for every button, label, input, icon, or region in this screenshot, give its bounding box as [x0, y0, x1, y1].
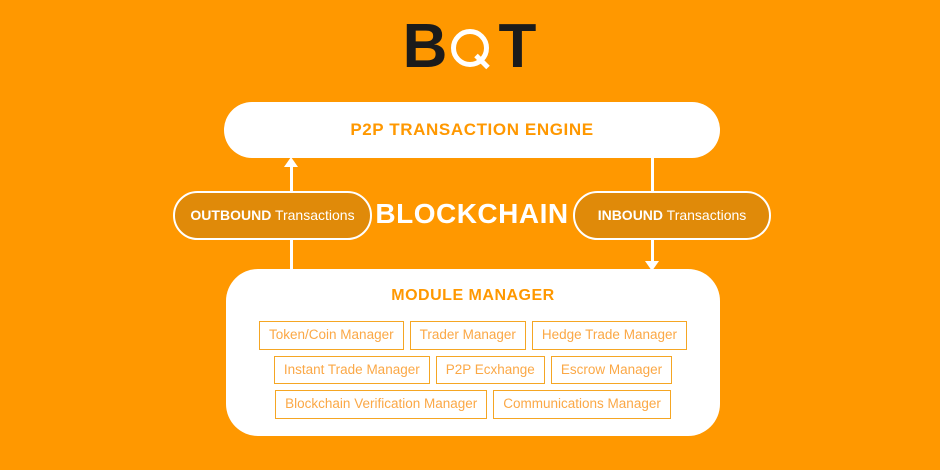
module-chip[interactable]: Token/Coin Manager	[259, 321, 404, 350]
inbound-transactions-pill[interactable]: INBOUND Transactions	[573, 191, 771, 240]
inbound-connector-lower	[651, 240, 654, 262]
outbound-label-emphasis: OUTBOUND	[190, 207, 272, 223]
logo-letter-b: B	[402, 12, 449, 81]
logo-letter-t: T	[498, 12, 538, 81]
outbound-connector-upper	[290, 166, 293, 192]
p2p-transaction-engine-panel: P2P TRANSACTION ENGINE	[224, 102, 720, 158]
outbound-connector-lower	[290, 240, 293, 272]
p2p-transaction-engine-title: P2P TRANSACTION ENGINE	[350, 120, 594, 139]
logo-q-ring-icon	[451, 29, 490, 67]
blockchain-heading: BLOCKCHAIN	[375, 198, 569, 229]
inbound-connector-upper	[651, 157, 654, 192]
inbound-label-emphasis: INBOUND	[597, 207, 664, 223]
outbound-transactions-pill[interactable]: OUTBOUND Transactions	[173, 191, 372, 240]
module-chip[interactable]: Trader Manager	[409, 321, 526, 350]
module-manager-title: MODULE MANAGER	[391, 287, 555, 304]
module-chip[interactable]: Hedge Trade Manager	[531, 321, 687, 350]
module-chip[interactable]: Communications Manager	[493, 390, 671, 419]
inbound-arrow-down-icon	[645, 261, 659, 271]
module-chip[interactable]: P2P Ecxhange	[435, 355, 545, 384]
logo-letter-q-icon	[448, 14, 498, 80]
module-chip[interactable]: Instant Trade Manager	[273, 355, 430, 384]
module-chip[interactable]: Blockchain Verification Manager	[275, 390, 488, 419]
module-chip[interactable]: Escrow Manager	[550, 355, 673, 384]
outbound-label-suffix: Transactions	[271, 207, 355, 223]
inbound-label-suffix: Transactions	[663, 207, 747, 223]
outbound-arrow-up-icon	[284, 157, 298, 167]
